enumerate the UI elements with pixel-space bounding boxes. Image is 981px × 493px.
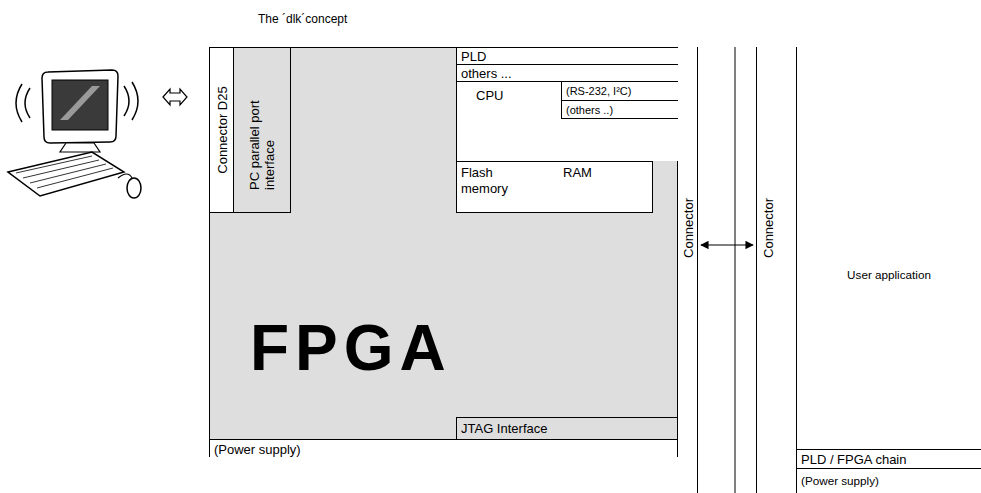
double-arrow: [163, 89, 187, 105]
fpga-label: FPGA: [250, 310, 452, 386]
screen-glare: [60, 86, 100, 120]
interface-label: (RS-232, I²C): [566, 84, 631, 99]
interface-row: (RS-232, I²C): [561, 82, 680, 101]
pld-row: PLD: [456, 48, 679, 65]
jtag-row: JTAG Interface: [456, 417, 677, 439]
motion-line: [132, 82, 138, 120]
diagram-title: The ´dlk´concept: [258, 12, 347, 27]
keyboard-keys: [16, 156, 113, 188]
monitor-screen: [52, 80, 108, 130]
monitor-stand: [60, 143, 100, 152]
mating-line: [735, 47, 736, 493]
power-band: (Power supply): [210, 439, 677, 458]
power-band: (Power supply): [797, 468, 981, 493]
application-label: User application: [797, 267, 981, 282]
connector-box: Connector D25: [210, 48, 234, 213]
memory-label: RAM: [563, 165, 592, 180]
keyboard: [8, 152, 124, 196]
connector-strip: Connector: [678, 47, 698, 493]
application-box: User application (Power supply)PLD / FPGA…: [796, 47, 981, 493]
chain-band: PLD / FPGA chain: [797, 449, 981, 468]
board: (Power supply) Connector D25 PC parallel p…: [209, 47, 678, 457]
mouse: [127, 178, 141, 198]
connector-arrow: [701, 244, 753, 245]
connector-strip: Connector: [756, 47, 796, 493]
mouse-cable: [118, 174, 132, 178]
motion-line: [25, 88, 30, 118]
chain-label: PLD / FPGA chain: [801, 452, 907, 467]
motion-line: [124, 86, 129, 116]
monitor-body: [42, 70, 118, 143]
interface-row: (others ..): [561, 101, 680, 119]
interface-label: PC parallel port interface: [247, 70, 277, 190]
fpga-area: FPGA: [250, 310, 500, 386]
jtag-label: JTAG Interface: [461, 421, 547, 436]
memory-label: Flash memory: [461, 165, 523, 197]
others-row: others ...: [456, 65, 679, 82]
interface-label: (others ..): [566, 103, 613, 118]
cpu-label: CPU: [476, 88, 503, 103]
memory-box: RAM: [559, 161, 653, 213]
memory-box: Flash memory: [456, 161, 560, 213]
interface-box: PC parallel port interface: [234, 48, 291, 213]
connector-label: Connector: [680, 198, 695, 258]
pld-label: PLD: [461, 49, 486, 64]
cpu-box: CPU (RS-232, I²C) (others ..): [456, 82, 679, 161]
connector-label: Connector: [761, 198, 776, 258]
key-row: [37, 168, 113, 188]
motion-line: [16, 84, 22, 122]
connector-label: Connector D25: [214, 86, 229, 173]
others-label: others ...: [461, 66, 512, 81]
